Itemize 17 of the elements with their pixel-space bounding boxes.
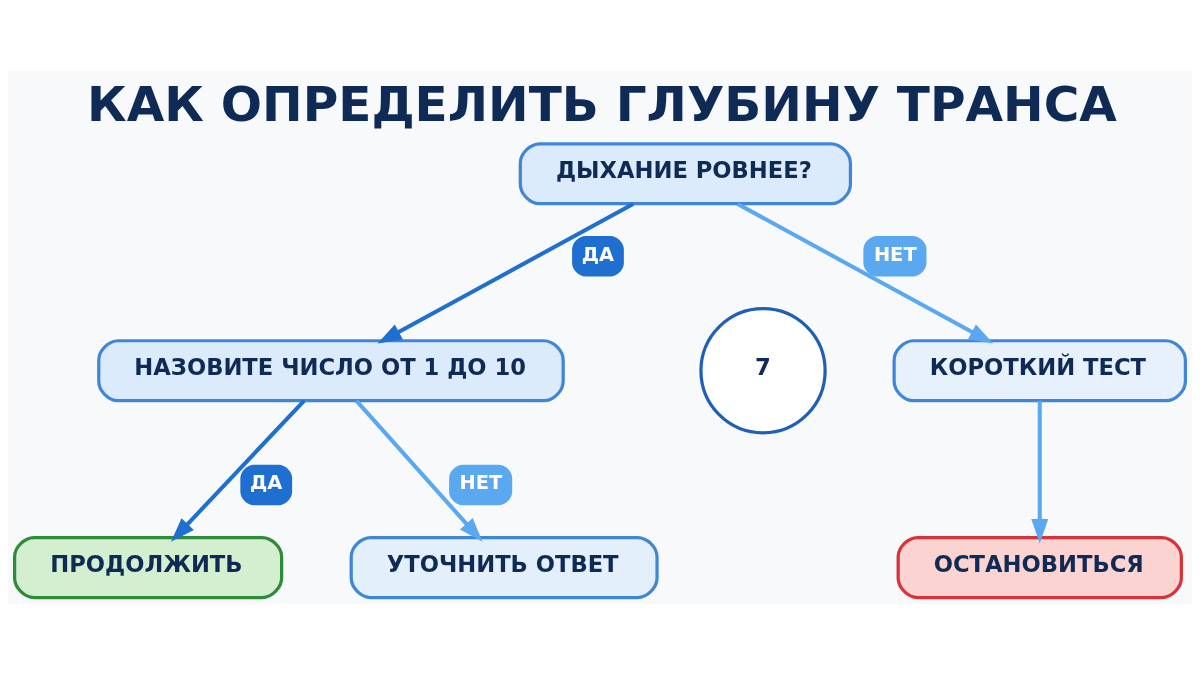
arrow: [355, 399, 483, 542]
arrow: [1031, 400, 1049, 544]
node-circle: 7: [699, 306, 827, 435]
node-box: УТОЧНИТЬ ОТВЕТ: [349, 536, 659, 600]
node-box: НАЗОВИТЕ ЧИСЛО ОТ 1 ДО 10: [97, 339, 565, 403]
node-box: ОСТАНОВИТЬСЯ: [896, 536, 1183, 600]
node-box: ПРОДОЛЖИТЬ: [13, 536, 284, 600]
edge-label: ДА: [250, 471, 283, 495]
edge-label: ДА: [581, 242, 615, 266]
arrow: [736, 202, 994, 344]
node-box: КОРОТКИЙ ТЕСТ: [892, 339, 1187, 403]
edge-label: НЕТ: [459, 471, 503, 495]
diagram-title: КАК ОПРЕДЕЛИТЬ ГЛУБИНУ ТРАНСА: [87, 76, 1117, 133]
edge-label: НЕТ: [873, 242, 917, 266]
arrow: [171, 399, 306, 542]
arrow: [377, 202, 635, 344]
node-box: ДЫХАНИЕ РОВНЕЕ?: [518, 142, 853, 206]
